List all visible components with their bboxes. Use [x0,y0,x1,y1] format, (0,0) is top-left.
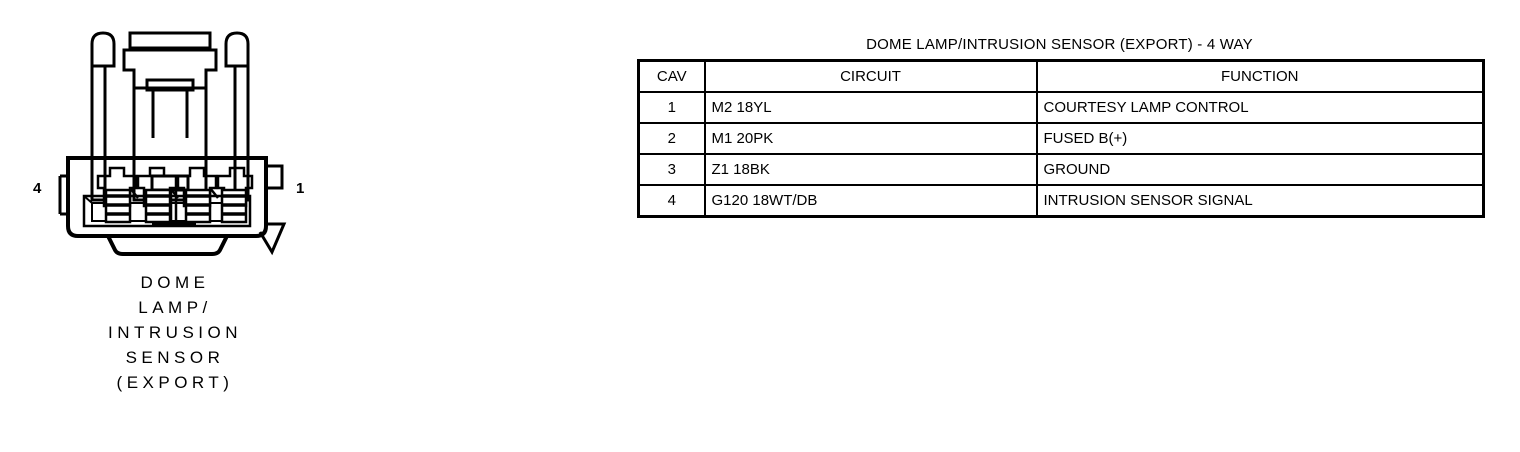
connector-centre-post [169,188,178,224]
caption-line-3: INTRUSION [108,323,242,342]
caption-line-2: LAMP/ [138,298,212,317]
column-header-cav: CAV [637,59,706,93]
pinout-table: CAV CIRCUIT FUNCTION 1 M2 18YL COURTESY … [637,59,1485,218]
cell-circuit: M2 18YL [703,91,1038,124]
table-row: 3 Z1 18BK GROUND [637,153,1485,186]
connector-right-lower-tab [258,222,287,256]
caption-line-1: DOME [140,273,210,292]
cell-function: COURTESY LAMP CONTROL [1035,91,1485,124]
table-row: 4 G120 18WT/DB INTRUSION SENSOR SIGNAL [637,184,1485,218]
pinout-table-panel: DOME LAMP/INTRUSION SENSOR (EXPORT) - 4 … [637,36,1485,218]
cell-circuit: Z1 18BK [703,153,1038,186]
connector-right-flange [266,164,284,190]
connector-drawing [58,31,287,256]
connector-caption: DOME LAMP/ INTRUSION SENSOR (EXPORT) [0,270,350,395]
column-header-function: FUNCTION [1035,59,1485,93]
connector-housing-body [66,156,268,238]
pin-number-right: 1 [296,180,305,197]
connector-illustration-panel: 4 1 DOME LAMP/ INTRUSION SENSOR (EXPORT) [0,0,620,452]
cell-function: GROUND [1035,153,1485,186]
cell-cav: 1 [637,91,706,124]
connector-left-side-tab [58,174,68,216]
cell-cav: 4 [637,184,706,218]
connector-bottom-skirt [106,235,229,256]
cell-cav: 3 [637,153,706,186]
caption-line-5: (EXPORT) [116,373,234,392]
table-row: 2 M1 20PK FUSED B(+) [637,122,1485,155]
pinout-table-title: DOME LAMP/INTRUSION SENSOR (EXPORT) - 4 … [866,36,1253,53]
cell-function: INTRUSION SENSOR SIGNAL [1035,184,1485,218]
cell-circuit: G120 18WT/DB [703,184,1038,218]
terminal-cavity-2 [176,166,219,224]
caption-line-4: SENSOR [125,348,225,367]
table-row: 1 M2 18YL COURTESY LAMP CONTROL [637,91,1485,124]
table-header-row: CAV CIRCUIT FUNCTION [637,59,1485,93]
terminal-cavity-4 [96,166,139,224]
column-header-circuit: CIRCUIT [703,59,1038,93]
connector-latch-bar [128,31,212,50]
connector-right-arm [224,31,250,202]
pin-number-left: 4 [33,180,42,197]
cell-cav: 2 [637,122,706,155]
cell-function: FUSED B(+) [1035,122,1485,155]
terminal-cavity-3 [136,166,179,224]
connector-left-arm [90,31,116,202]
cell-circuit: M1 20PK [703,122,1038,155]
terminal-cavity-1 [216,166,254,224]
